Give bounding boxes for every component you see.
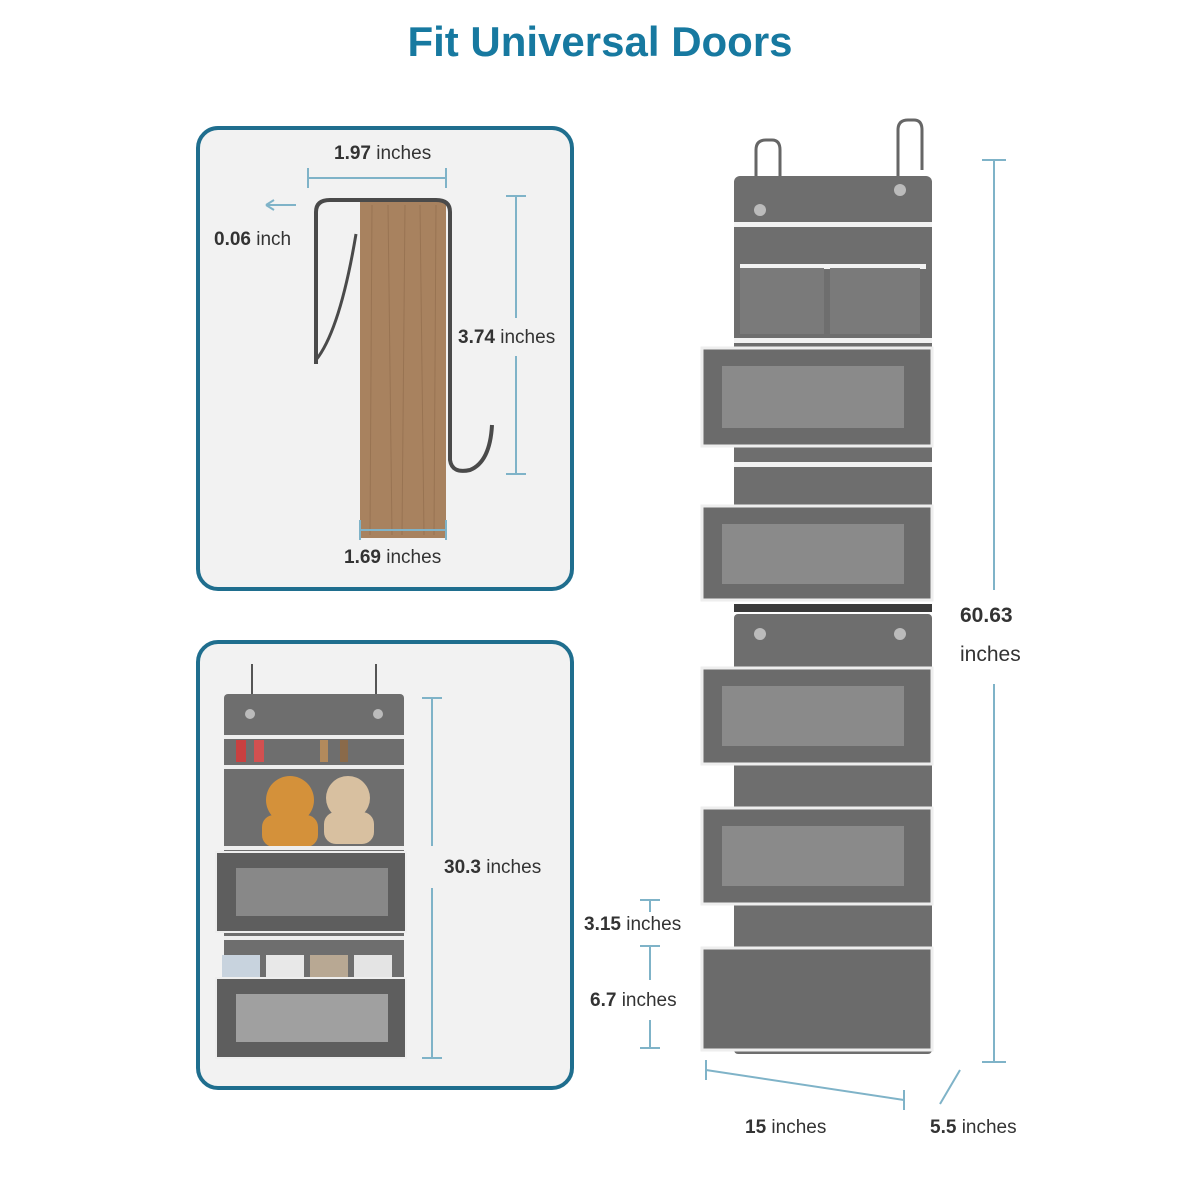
pocket-height-label: 6.7 inches <box>590 990 677 1011</box>
depth-label: 5.5 inches <box>930 1117 1017 1138</box>
hook-illustration <box>265 168 526 540</box>
small-organizer-illustration <box>215 664 442 1059</box>
hook-height-label: 3.74 inches <box>458 327 556 348</box>
tall-organizer-illustration <box>640 118 1006 1110</box>
door-thickness-label: 1.69 inches <box>344 547 442 568</box>
total-height-unit: inches <box>960 643 1021 666</box>
pocket-gap-label: 3.15 inches <box>584 914 682 935</box>
hook-wire <box>314 198 494 473</box>
total-height-value: 60.63 <box>960 604 1013 627</box>
small-height-label: 30.3 inches <box>444 857 542 878</box>
hook-width-label: 1.97 inches <box>334 143 432 164</box>
door-cross-section <box>360 200 446 538</box>
page-title: Fit Universal Doors <box>407 18 793 65</box>
gap-label: 0.06 inch <box>214 229 292 250</box>
width-label: 15 inches <box>745 1117 827 1138</box>
